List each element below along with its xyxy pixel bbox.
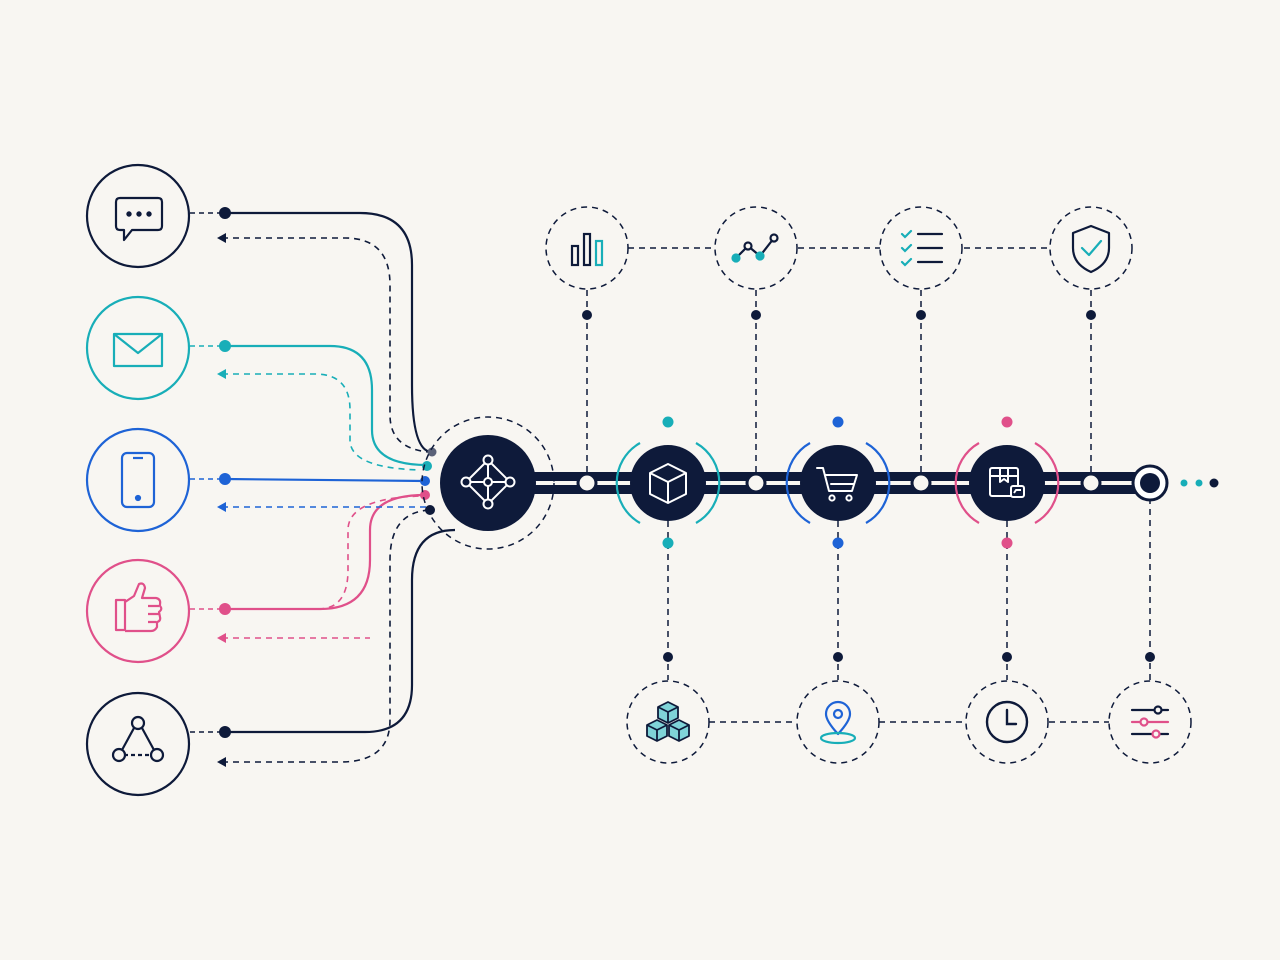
package-icon — [989, 467, 1025, 498]
connector-phone-solid — [224, 477, 426, 483]
clock-icon — [985, 700, 1029, 744]
shopping-cart-icon — [816, 467, 858, 502]
endpoint-node[interactable] — [1131, 464, 1219, 502]
chat-bubble-icon — [114, 196, 164, 242]
cube-icon — [649, 463, 687, 504]
bottom-service-schedule[interactable] — [965, 680, 1049, 764]
connector-network-dashed — [222, 509, 431, 763]
bottom-service-blocks[interactable] — [626, 680, 710, 764]
channel-mobile[interactable] — [85, 427, 191, 533]
connector-network-solid — [225, 528, 456, 734]
shield-check-icon — [1071, 224, 1111, 274]
connector-like-solid — [225, 493, 426, 611]
pipeline-node-package[interactable] — [954, 442, 1060, 524]
top-service-security[interactable] — [1049, 206, 1133, 290]
stacked-blocks-icon — [646, 701, 690, 742]
top-service-tasks[interactable] — [879, 206, 963, 290]
pipeline-node-cube[interactable] — [615, 442, 721, 524]
link-dots — [582, 310, 1155, 662]
location-pin-icon — [819, 700, 857, 745]
connector-mail-dashed — [222, 373, 421, 471]
channel-mail[interactable] — [85, 295, 191, 401]
pipeline-node-cart[interactable] — [785, 442, 891, 524]
checklist-icon — [900, 229, 944, 267]
channel-connectors — [190, 207, 456, 767]
channel-chat[interactable] — [85, 163, 191, 269]
hub-node[interactable] — [421, 416, 555, 550]
connector-mail-solid — [225, 344, 428, 467]
network-hub-icon — [460, 454, 516, 510]
channel-network[interactable] — [85, 691, 191, 797]
endpoint-ring-icon — [1140, 473, 1160, 493]
mobile-phone-icon — [120, 451, 156, 509]
sliders-icon — [1130, 705, 1170, 739]
network-triangle-icon — [111, 715, 165, 763]
bottom-service-location[interactable] — [796, 680, 880, 764]
top-service-trend[interactable] — [714, 206, 798, 290]
connector-chat-solid — [225, 211, 433, 454]
thumbs-up-icon — [114, 582, 163, 633]
top-service-analytics[interactable] — [545, 206, 629, 290]
mail-icon — [112, 332, 164, 368]
service-links — [586, 247, 1151, 723]
line-trend-icon — [731, 233, 779, 263]
channel-social-like[interactable] — [85, 558, 191, 664]
connector-chat-dashed — [222, 237, 429, 453]
bottom-service-settings[interactable] — [1108, 680, 1192, 764]
bar-chart-icon — [570, 232, 604, 267]
connector-like-dashed — [222, 495, 423, 639]
